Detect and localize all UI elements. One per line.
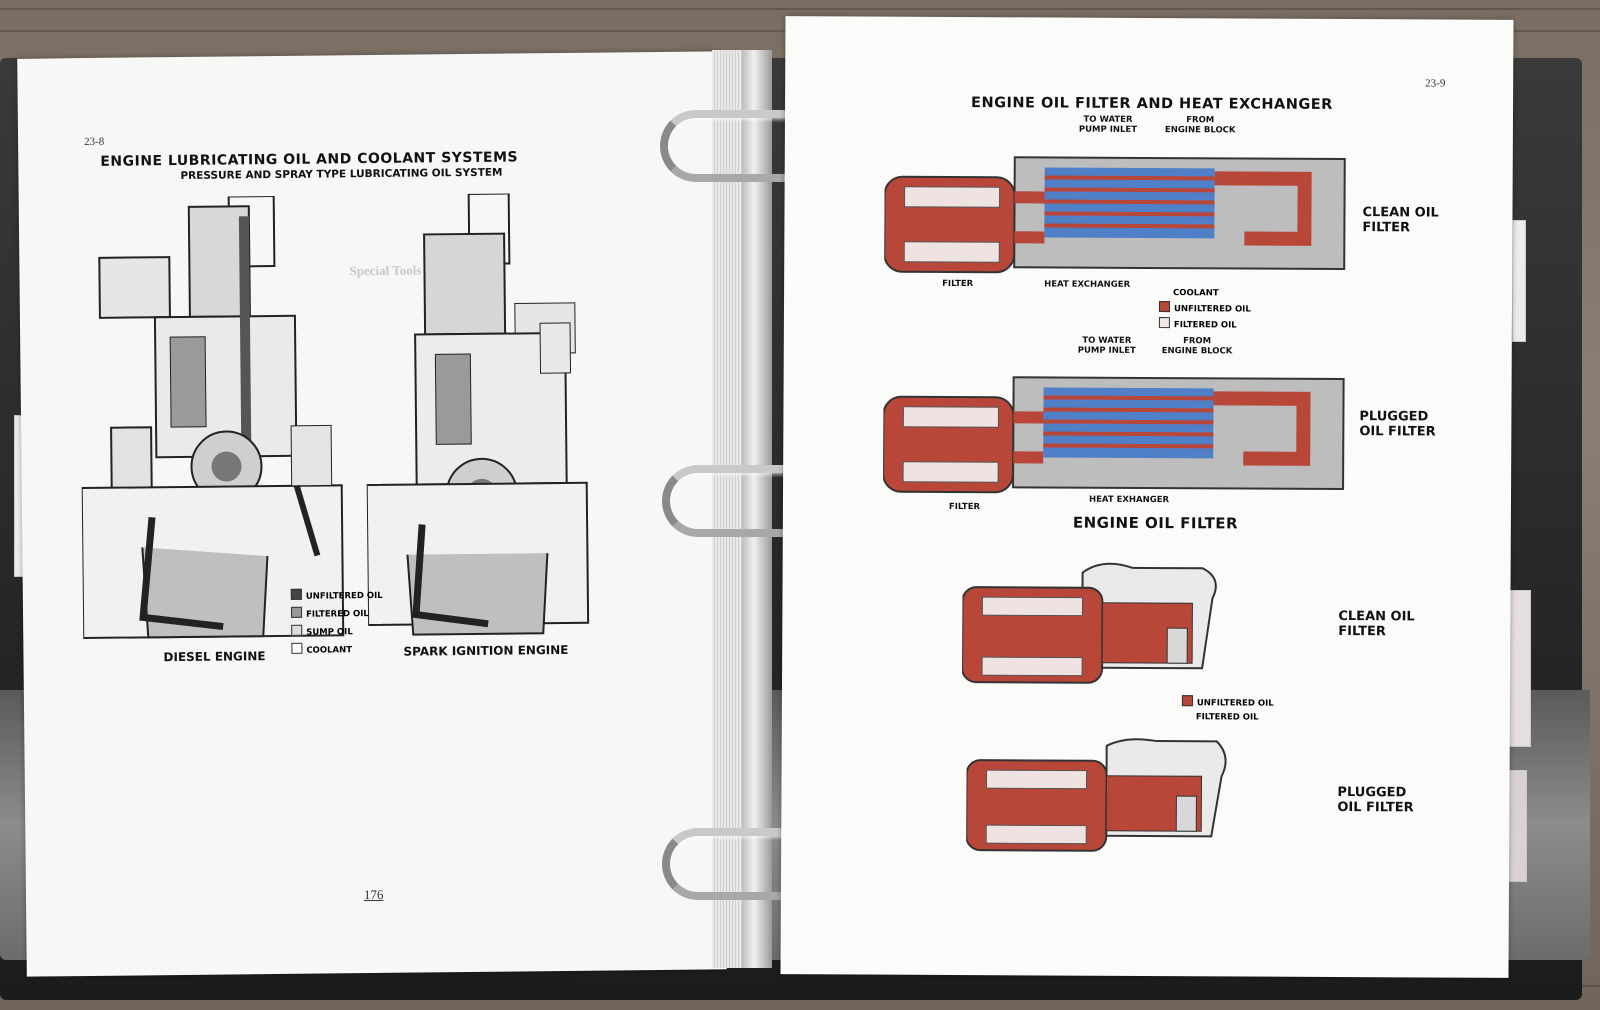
section-title: ENGINE OIL FILTER [1072,513,1239,533]
legend-item: UNFILTERED OIL [1181,694,1274,710]
legend-item: UNFILTERED OIL [1158,300,1251,316]
label-engine-block: FROM ENGINE BLOCK [1161,336,1233,357]
legend-item: FILTERED OIL [1195,712,1259,723]
legend-swatch [290,607,303,619]
legend-item: COOLANT [291,639,383,658]
legend-swatch [291,643,303,655]
label-water-pump: TO WATER PUMP INLET [1078,114,1138,135]
legend-item: FILTERED OIL [290,603,383,622]
legend-item: UNFILTERED OIL [290,585,383,604]
label-filter: FILTER [942,278,974,290]
side-label-plugged: PLUGGED OIL FILTER [1337,785,1414,816]
diagram-caption-diesel: DIESEL ENGINE [163,649,266,665]
page-ref: 23-8 [84,135,105,148]
label-engine-block: FROM ENGINE BLOCK [1164,115,1236,136]
side-label-clean: CLEAN OIL FILTER [1362,205,1439,236]
page-number: 176 [363,886,384,903]
index-tab[interactable] [1512,220,1526,342]
oil-filter-diagram-plugged [966,738,1227,852]
page-ref: 23-9 [1425,77,1446,90]
legend-item: SUMP OIL [291,621,383,640]
label-heat-exchanger: HEAT EXCHANGER [1044,279,1131,290]
oil-filter-diagram-clean [962,562,1217,684]
label-filter: FILTER [948,501,981,513]
spark-ignition-engine-diagram [365,192,590,636]
legend-swatch [1181,695,1193,707]
diesel-engine-diagram [80,195,345,640]
diagram-caption-spark: SPARK IGNITION ENGINE [403,642,569,659]
legend-swatch [1158,317,1170,329]
side-label-plugged: PLUGGED OIL FILTER [1359,409,1436,440]
label-heat-exchanger: HEAT EXHANGER [1088,494,1170,506]
right-legend-1: COOLANT UNFILTERED OIL FILTERED OIL [1158,286,1251,332]
side-label-clean: CLEAN OIL FILTER [1338,609,1415,640]
binder-spine [742,50,772,968]
page-subtitle: PRESSURE AND SPRAY TYPE LUBRICATING OIL … [180,166,503,182]
left-page: 23-8 ENGINE LUBRICATING OIL AND COOLANT … [17,51,727,977]
right-legend-2: UNFILTERED OIL FILTERED OIL [1181,694,1274,724]
heat-exchanger-diagram-clean [884,156,1346,274]
legend-item: FILTERED OIL [1158,316,1251,332]
legend-swatch [290,589,302,601]
label-water-pump: TO WATER PUMP INLET [1077,335,1136,356]
heat-exchanger-diagram-plugged [882,376,1345,494]
left-legend: UNFILTERED OIL FILTERED OIL SUMP OIL COO… [290,585,384,658]
page-title: ENGINE OIL FILTER AND HEAT EXCHANGER [971,95,1333,113]
legend-swatch [1158,301,1171,313]
wood-grain [0,8,1600,10]
legend-swatch [291,625,303,637]
right-page: 23-9 ENGINE OIL FILTER AND HEAT EXCHANGE… [780,16,1514,978]
